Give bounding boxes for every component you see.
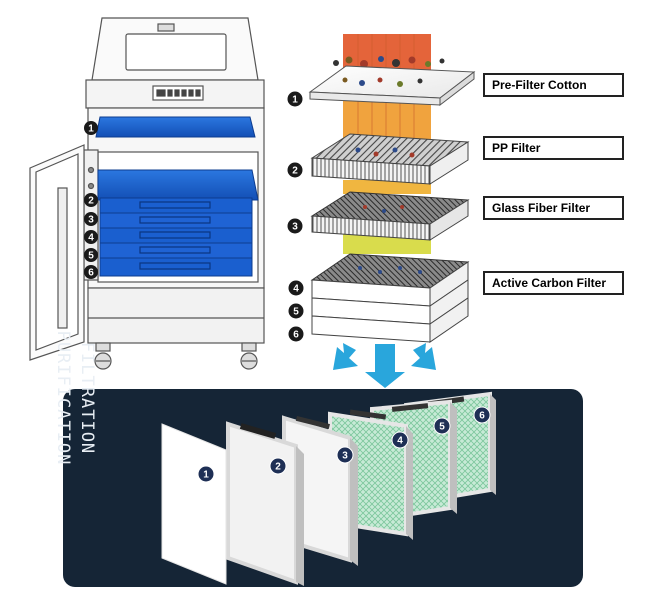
svg-text:1: 1 [88, 124, 94, 135]
svg-text:2: 2 [292, 166, 298, 177]
panel-card-2 [226, 421, 304, 586]
svg-text:1: 1 [203, 470, 209, 481]
svg-text:2: 2 [275, 462, 281, 473]
machine-prefilter-sheet [95, 116, 256, 138]
label-active-carbon-filter: Active Carbon Filter [483, 271, 624, 295]
svg-text:4: 4 [88, 233, 94, 244]
arrow-down-icon [365, 344, 405, 388]
panel-badge-5: 5 [433, 417, 451, 435]
cabinet-base [87, 287, 265, 344]
layer-pre-filter-cotton [308, 65, 476, 107]
stack-badge-4: 4 [288, 280, 304, 296]
svg-text:1: 1 [292, 95, 298, 106]
stack-badge-5: 5 [288, 303, 304, 319]
machine-badge-5: 5 [84, 248, 98, 262]
arrow-down-left-icon [333, 343, 358, 370]
machine-badges: 1 2 3 4 5 6 [84, 121, 98, 279]
stack-badge-6: 6 [288, 326, 304, 342]
machine-badge-3: 3 [84, 212, 98, 226]
machine-badge-4: 4 [84, 230, 98, 244]
svg-text:3: 3 [342, 451, 348, 462]
machine-badge-6: 6 [84, 265, 98, 279]
stack-badge-3: 3 [287, 218, 303, 234]
svg-text:5: 5 [439, 422, 445, 433]
panel-title-line2-wrap: PURIFICATION [53, 331, 84, 562]
svg-text:6: 6 [479, 411, 485, 422]
layer-pp-filter [310, 133, 470, 185]
panel-badge-1: 1 [197, 465, 215, 483]
label-glass-fiber-filter: Glass Fiber Filter [483, 196, 624, 220]
machine-filter-drawers [97, 169, 259, 277]
svg-text:3: 3 [292, 222, 298, 233]
label-pre-filter-cotton: Pre-Filter Cotton [483, 73, 624, 97]
panel-badge-4: 4 [391, 431, 409, 449]
svg-text:2: 2 [88, 196, 94, 207]
panel-title-line1-wrap: FILTRATION [77, 342, 108, 562]
svg-text:6: 6 [293, 330, 299, 341]
arrow-down-right-icon [411, 343, 436, 370]
panel-badge-6: 6 [473, 406, 491, 424]
panel-badge-3: 3 [336, 446, 354, 464]
outflow-arrows [333, 343, 436, 388]
svg-text:3: 3 [88, 215, 94, 226]
label-pp-filter: PP Filter [483, 136, 624, 160]
panel-title-line2: PURIFICATION [53, 330, 73, 466]
panel-badges: 1 2 3 4 5 6 [197, 406, 491, 483]
hood-handle [157, 23, 175, 32]
svg-text:5: 5 [88, 251, 94, 262]
machine-badge-2: 2 [84, 193, 98, 207]
svg-text:4: 4 [397, 436, 403, 447]
layer-glass-fiber-filter [310, 191, 470, 241]
panel-badge-2: 2 [269, 457, 287, 475]
layer-bottom-filters [311, 279, 469, 343]
stack-badge-2: 2 [287, 162, 303, 178]
machine-badge-1: 1 [84, 121, 98, 135]
stack-badges: 1 2 3 4 5 6 [287, 91, 304, 342]
caster-wheels [94, 342, 258, 370]
hood-window [125, 33, 227, 71]
stack-badge-1: 1 [287, 91, 303, 107]
svg-text:6: 6 [88, 268, 94, 279]
panel-card-1 [161, 423, 227, 585]
svg-text:5: 5 [293, 307, 299, 318]
svg-text:4: 4 [293, 284, 299, 295]
